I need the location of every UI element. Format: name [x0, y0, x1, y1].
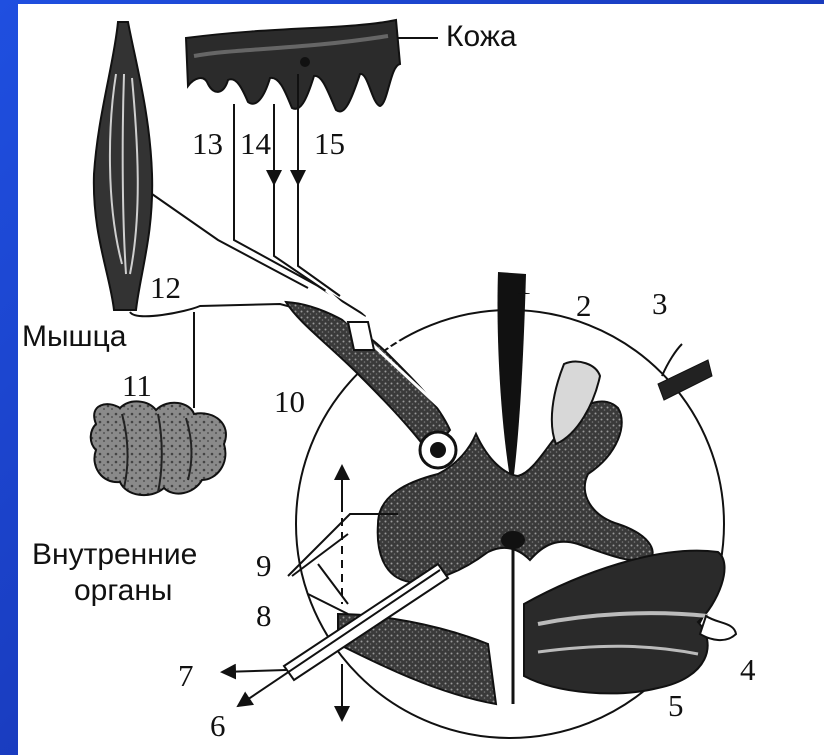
label-2: 2: [576, 290, 592, 321]
label-14: 14: [240, 128, 271, 159]
label-skin: Кожа: [446, 22, 517, 52]
label-3: 3: [652, 288, 668, 319]
skin-tissue: [186, 20, 438, 112]
afferent-fibers: [130, 74, 366, 408]
label-8: 8: [256, 600, 272, 631]
label-1: 1: [516, 268, 532, 299]
label-15: 15: [314, 128, 345, 159]
label-4: 4: [740, 654, 756, 685]
label-internal-organs-line1: Внутренние: [32, 540, 197, 570]
label-13: 13: [192, 128, 223, 159]
label-6: 6: [210, 710, 226, 741]
label-muscle: Мышца: [22, 322, 127, 352]
label-internal-organs-line2: органы: [74, 576, 172, 606]
muscle-tissue: [94, 22, 152, 310]
label-12: 12: [150, 272, 181, 303]
label-11: 11: [122, 370, 152, 401]
diagram-figure: Кожа Мышца Внутренние органы 1 2 3 4 5 6…: [18, 4, 824, 755]
label-7: 7: [178, 660, 194, 691]
internal-organs-tissue: [91, 401, 226, 495]
label-9: 9: [256, 550, 272, 581]
label-10: 10: [274, 386, 305, 417]
label-5: 5: [668, 690, 684, 721]
